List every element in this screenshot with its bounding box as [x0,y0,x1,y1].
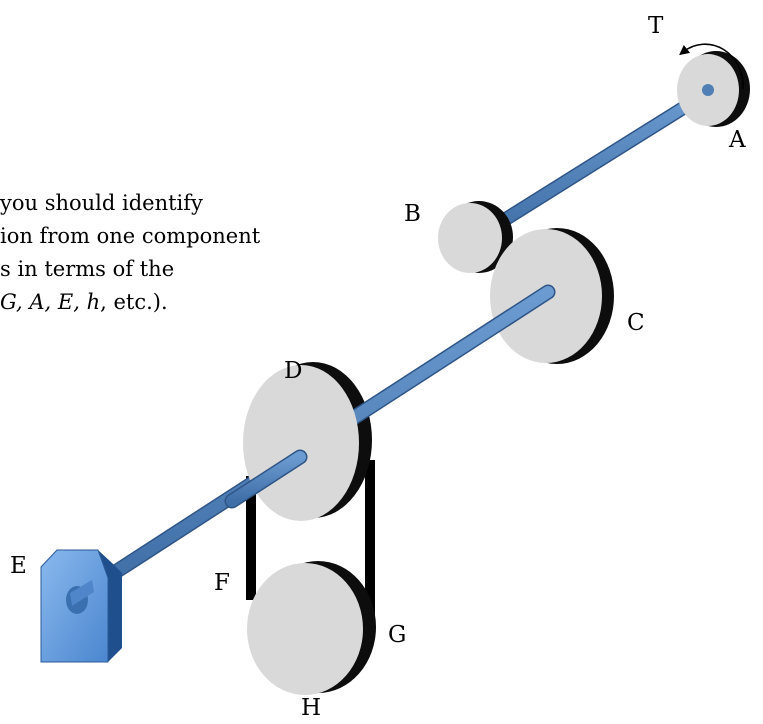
label-d: D [284,358,302,384]
support-e [40,549,122,663]
label-c: C [627,310,645,336]
disk-d-face [243,365,359,521]
label-f: F [214,570,230,596]
disk-h [247,561,376,695]
note-line-4-vars: G, A, E, h [0,290,101,314]
label-g: G [388,622,406,648]
note-line-3: s in terms of the [0,257,175,281]
label-b: B [404,201,421,227]
note-line-4: G, A, E, h, etc.). [0,292,168,313]
note-line-1: you should identify [0,191,203,215]
note-line-4-post: , etc.). [100,290,168,314]
label-h: H [301,695,321,721]
upper-shaft [470,83,719,244]
torque-arrow-icon [679,43,744,90]
label-t: T [648,13,664,39]
disk-b [438,201,513,273]
shaft-stub-d [224,449,308,509]
label-e: E [10,553,27,579]
label-a: A [728,127,746,153]
disk-a [677,51,750,127]
note-line-2: ion from one component [0,224,261,248]
